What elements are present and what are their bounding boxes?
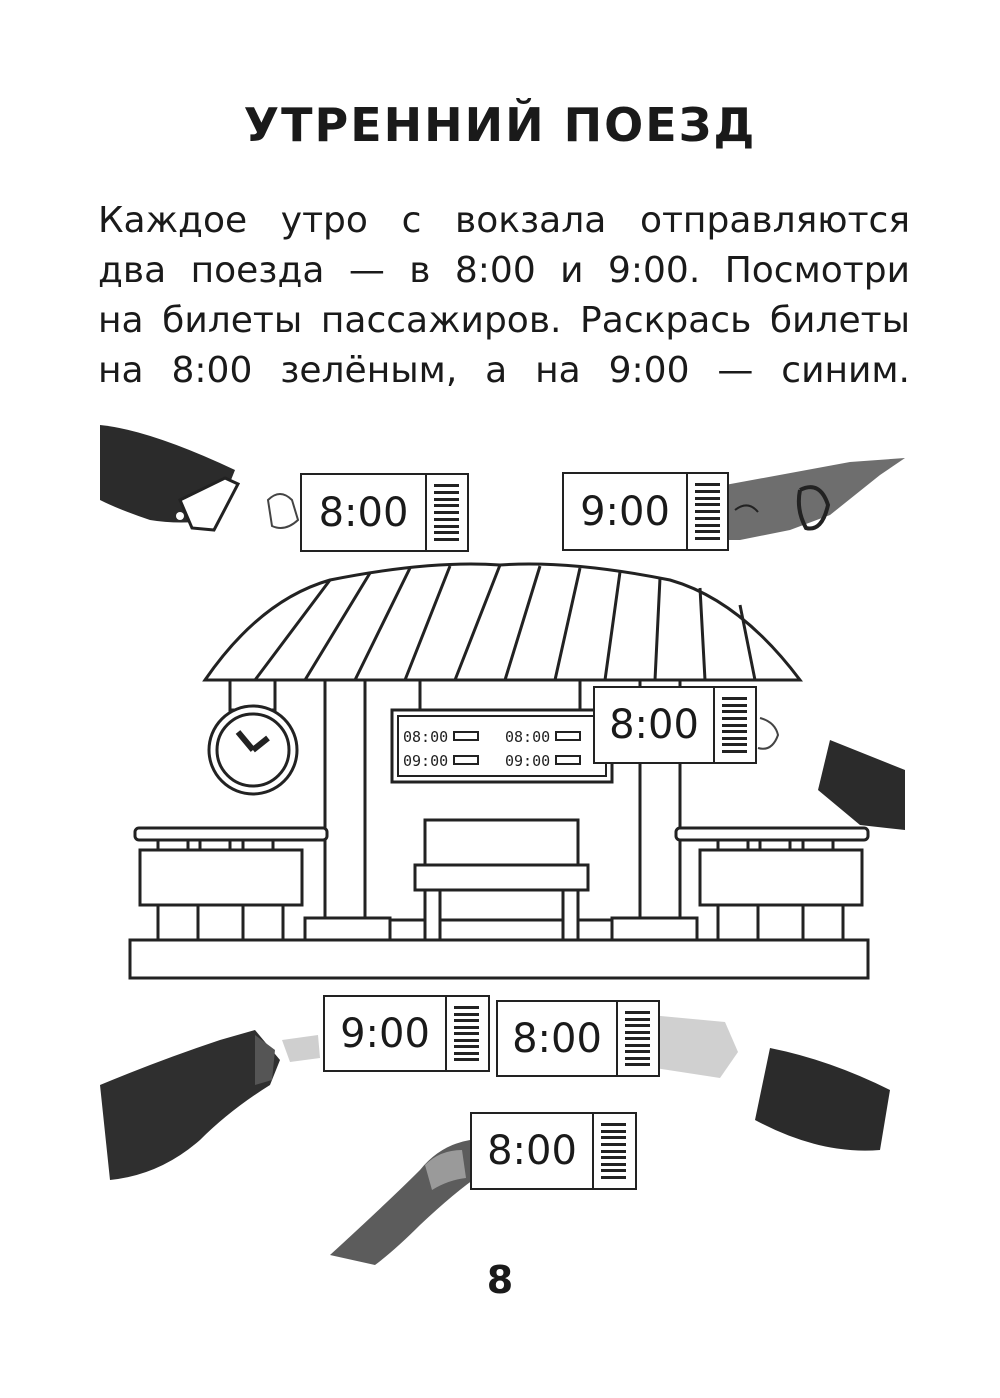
sleeve-top-left (100, 425, 241, 532)
instruction-line-1: Каждое утро с вокзала отправляются (98, 200, 910, 241)
instruction-line-3: на билеты пассажиров. Раскрась билеты (98, 300, 910, 341)
arm-bottom (330, 1140, 480, 1265)
arm-top-right (725, 458, 905, 540)
board-time-1-1: 08:00 (403, 728, 448, 746)
ticket-time: 8:00 (318, 489, 409, 536)
ticket[interactable]: 9:00 (323, 995, 490, 1072)
barcode-icon (601, 1123, 626, 1179)
platform (128, 938, 870, 980)
instruction-line-2: два поезда — в 8:00 и 9:00. Посмотри (98, 250, 910, 291)
ticket-divider (425, 475, 427, 550)
hand-icon (757, 717, 780, 750)
arm-bottom-left (100, 1030, 320, 1180)
awning (202, 562, 804, 682)
ticket-time: 9:00 (340, 1010, 430, 1057)
barcode-icon (454, 1006, 479, 1061)
ticket[interactable]: 8:00 (496, 1000, 660, 1077)
barcode-icon (722, 697, 747, 753)
ticket-time: 9:00 (580, 488, 670, 535)
ticket-divider (592, 1114, 594, 1188)
barcode-icon (695, 483, 720, 540)
railing-left (133, 826, 329, 942)
ticket[interactable]: 9:00 (562, 472, 729, 551)
instruction-line-4: на 8:00 зелёным, а на 9:00 — синим. (98, 350, 910, 391)
sleeve-bottom-right (755, 1048, 890, 1151)
sleeve-right-middle (818, 740, 905, 830)
board-time-2-1: 09:00 (403, 752, 448, 770)
ticket[interactable]: 8:00 (300, 473, 469, 552)
board-time-2-2: 09:00 (505, 752, 550, 770)
barcode-icon (625, 1011, 650, 1066)
ticket-divider (713, 688, 715, 762)
ticket-divider (616, 1002, 618, 1075)
barcode-icon (434, 484, 459, 541)
ticket-time: 8:00 (487, 1128, 577, 1174)
clock-icon (207, 678, 299, 796)
arm-bottom-center (650, 1015, 738, 1078)
ticket-time: 8:00 (609, 702, 699, 748)
ticket[interactable]: 8:00 (470, 1112, 637, 1190)
departure-board: 08:00 08:00 09:00 09:00 (390, 708, 614, 784)
page-title: УТРЕННИЙ ПОЕЗД (243, 98, 757, 152)
ticket-divider (445, 997, 447, 1070)
railing-right (674, 826, 870, 942)
hand-icon (266, 493, 300, 529)
ticket-time: 8:00 (512, 1015, 602, 1062)
page-number: 8 (486, 1258, 514, 1302)
ticket-divider (686, 474, 688, 549)
bench-icon (413, 818, 590, 942)
board-time-1-2: 08:00 (505, 728, 550, 746)
ticket[interactable]: 8:00 (593, 686, 757, 764)
